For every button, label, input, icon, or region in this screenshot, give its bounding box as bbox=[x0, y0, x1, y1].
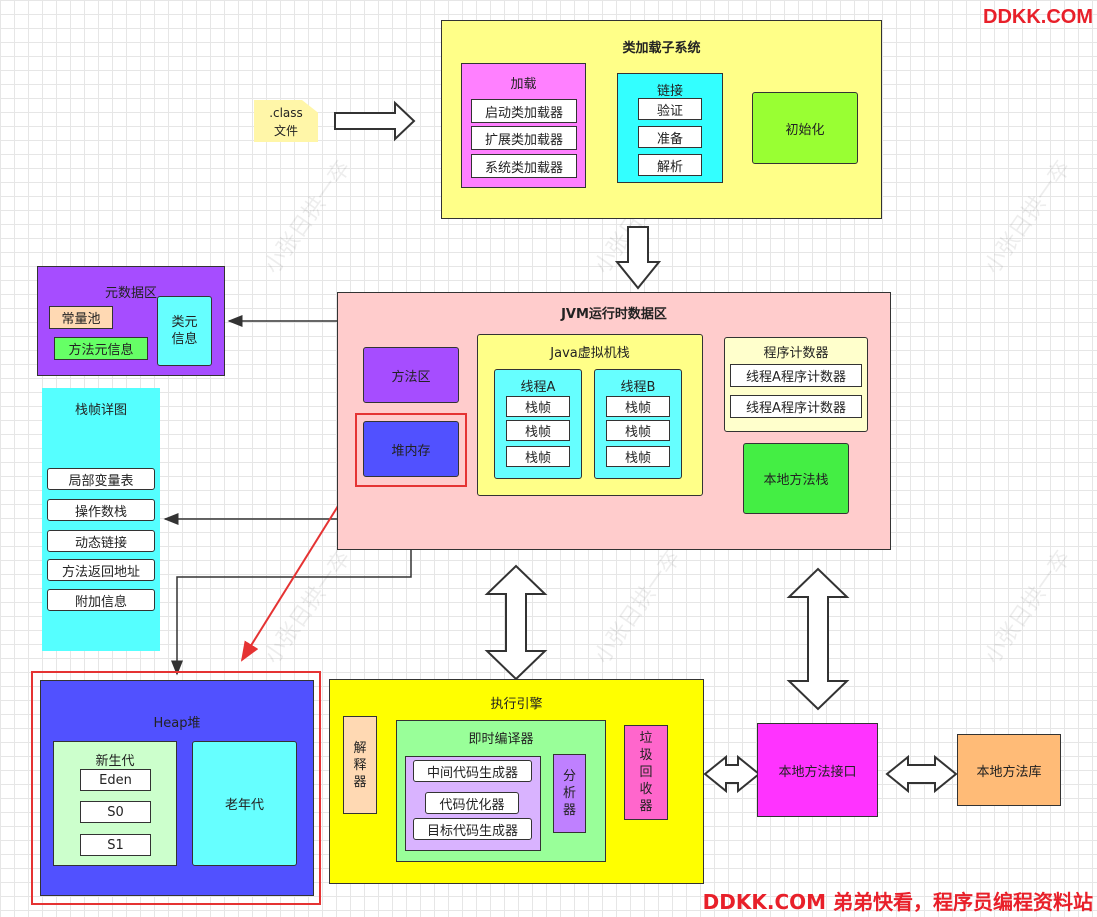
old-generation: 老年代 bbox=[192, 741, 297, 866]
hollow-double-arrow bbox=[786, 567, 850, 711]
heap-memory-highlight bbox=[355, 413, 467, 487]
heap-highlight bbox=[31, 671, 321, 905]
analyzer: 分 析 器 bbox=[553, 754, 586, 833]
native-method-library: 本地方法库 bbox=[957, 734, 1061, 806]
operand-stack: 操作数栈 bbox=[47, 499, 155, 521]
stack-frame: 栈帧 bbox=[506, 396, 570, 417]
java-stack-title: Java虚拟机栈 bbox=[550, 346, 630, 361]
thread-pc: 线程A程序计数器 bbox=[730, 364, 862, 387]
eden-space: Eden bbox=[80, 769, 151, 791]
method-meta: 方法元信息 bbox=[54, 337, 148, 360]
young-title: 新生代 bbox=[95, 754, 135, 769]
hollow-double-arrow bbox=[885, 754, 958, 794]
class-file-label: 文件 bbox=[273, 124, 298, 138]
survivor-s0: S0 bbox=[80, 801, 151, 823]
hollow-double-arrow bbox=[703, 754, 761, 794]
system-loader: 系统类加载器 bbox=[471, 154, 577, 178]
thread-pc: 线程A程序计数器 bbox=[730, 395, 862, 418]
extension-loader: 扩展类加载器 bbox=[471, 126, 577, 150]
frame-detail-title: 栈帧详图 bbox=[74, 403, 127, 418]
verify-step: 验证 bbox=[638, 98, 702, 120]
jit-title: 即时编译器 bbox=[468, 732, 534, 747]
stack-frame: 栈帧 bbox=[606, 396, 670, 417]
constant-pool: 常量池 bbox=[49, 306, 113, 329]
stack-frame: 栈帧 bbox=[506, 446, 570, 467]
thread-a-title: 线程A bbox=[520, 380, 556, 395]
garbage-collector: 垃 圾 回 收 器 bbox=[624, 725, 668, 820]
load-title: 加载 bbox=[510, 77, 537, 92]
hollow-arrow-right bbox=[334, 100, 416, 142]
dynamic-linking: 动态链接 bbox=[47, 530, 155, 552]
heap-title: Heap堆 bbox=[153, 716, 201, 731]
resolve-step: 解析 bbox=[638, 154, 702, 176]
interpreter: 解 释 器 bbox=[343, 716, 377, 814]
bootstrap-loader: 启动类加载器 bbox=[471, 99, 577, 123]
native-method-stack: 本地方法栈 bbox=[743, 443, 849, 514]
pc-title: 程序计数器 bbox=[763, 346, 829, 361]
class-file-note: .class 文件 bbox=[254, 100, 318, 142]
hollow-arrow-down bbox=[614, 226, 662, 290]
class-meta: 类元 信息 bbox=[157, 296, 212, 366]
return-address: 方法返回地址 bbox=[47, 559, 155, 581]
red-arrow bbox=[240, 489, 349, 662]
intermediate-codegen: 中间代码生成器 bbox=[413, 760, 532, 782]
stack-frame: 栈帧 bbox=[606, 420, 670, 441]
local-variable-table: 局部变量表 bbox=[47, 468, 155, 490]
native-method-interface: 本地方法接口 bbox=[757, 723, 878, 817]
engine-title: 执行引擎 bbox=[490, 697, 543, 712]
survivor-s1: S1 bbox=[80, 834, 151, 856]
class-file-ext: .class bbox=[269, 106, 303, 120]
method-area: 方法区 bbox=[363, 347, 459, 403]
prepare-step: 准备 bbox=[638, 126, 702, 148]
metadata-title: 元数据区 bbox=[104, 286, 157, 301]
additional-info: 附加信息 bbox=[47, 589, 155, 611]
brand-top: DDKK.COM bbox=[983, 6, 1093, 28]
stack-frame: 栈帧 bbox=[506, 420, 570, 441]
runtime-title: JVM运行时数据区 bbox=[561, 307, 667, 322]
code-optimizer: 代码优化器 bbox=[425, 792, 519, 814]
brand-bottom: DDKK.COM 弟弟快看，程序员编程资料站 bbox=[702, 890, 1093, 914]
stack-frame: 栈帧 bbox=[606, 446, 670, 467]
target-codegen: 目标代码生成器 bbox=[413, 818, 532, 840]
heap-memory: 堆内存 bbox=[363, 421, 459, 477]
classloader-title: 类加载子系统 bbox=[622, 41, 701, 56]
hollow-double-arrow bbox=[484, 564, 548, 681]
initialization: 初始化 bbox=[752, 92, 858, 164]
link-title: 链接 bbox=[656, 84, 683, 99]
thread-b-title: 线程B bbox=[620, 380, 656, 395]
